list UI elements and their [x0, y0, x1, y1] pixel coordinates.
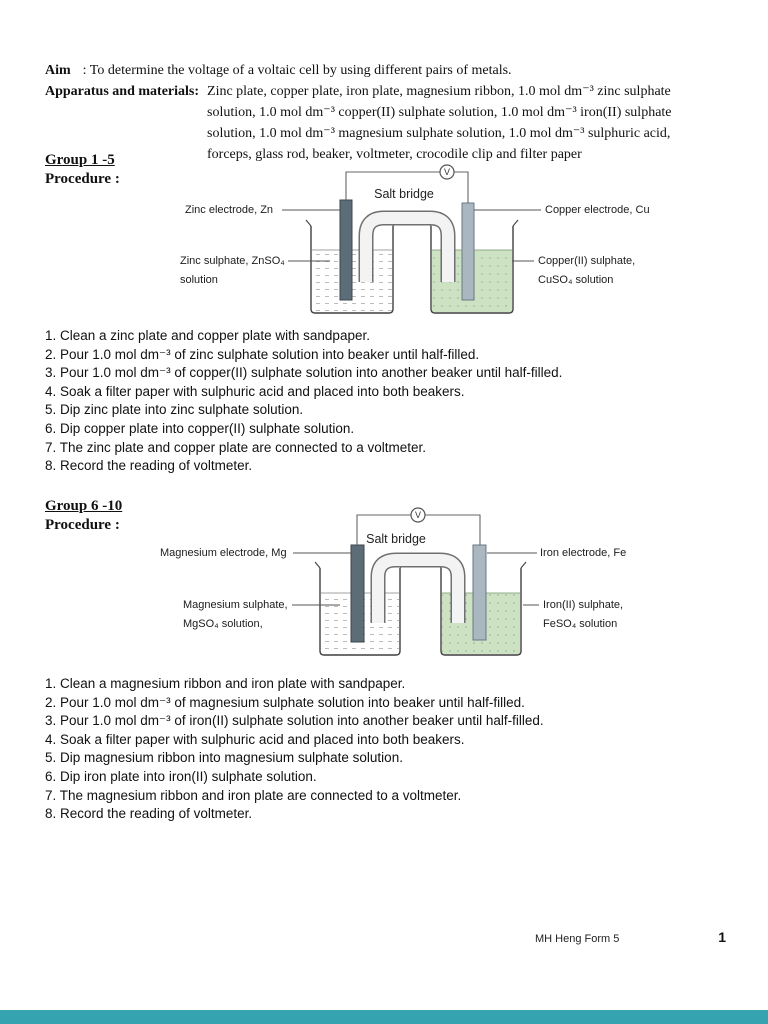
- procedure-step: 1. Clean a zinc plate and copper plate w…: [45, 328, 370, 343]
- voltaic-cell-svg-2: V: [292, 507, 539, 656]
- procedure-step: 4. Soak a filter paper with sulphuric ac…: [45, 383, 465, 399]
- copper-electrode: [461, 202, 475, 301]
- aim-label: Aim: [45, 63, 71, 78]
- group1-heading: Group 1 -5 Procedure :: [45, 151, 120, 189]
- procedure-step: 6. Dip iron plate into iron(II) sulphate…: [45, 768, 317, 784]
- magnesium-electrode: [350, 544, 365, 643]
- procedure-step: 2. Pour 1.0 mol dm⁻³ of magnesium sulpha…: [45, 694, 525, 710]
- apparatus-text: Zinc plate, copper plate, iron plate, ma…: [207, 81, 672, 165]
- procedure-step: 1. Clean a magnesium ribbon and iron pla…: [45, 676, 406, 691]
- apparatus-line: Zinc plate, copper plate, iron plate, ma…: [207, 84, 671, 99]
- procedure-step: 2. Pour 1.0 mol dm⁻³ of zinc sulphate so…: [45, 346, 480, 362]
- group2-procedure-label: Procedure :: [45, 517, 120, 533]
- circuit-wires: [345, 171, 469, 203]
- voltaic-cell-diagram-1: V Salt bridge Zinc electrode, Zn Copper …: [0, 160, 768, 320]
- voltmeter-letter: V: [415, 510, 421, 520]
- copper-sulphate-label-line1: Copper(II) sulphate,: [538, 255, 636, 267]
- viewer-bottom-bar[interactable]: [0, 1010, 768, 1024]
- salt-bridge-label: Salt bridge: [374, 187, 434, 201]
- procedure-step: 7. The magnesium ribbon and iron plate a…: [45, 787, 462, 803]
- procedure-step: 5. Dip magnesium ribbon into magnesium s…: [45, 750, 403, 766]
- magnesium-electrode-label: Magnesium electrode, Mg: [160, 547, 287, 559]
- group2-heading: Group 6 -10 Procedure :: [45, 497, 122, 535]
- aim-line: Aim : To determine the voltage of a volt…: [45, 60, 730, 81]
- procedure-step: 8. Record the reading of voltmeter.: [45, 806, 253, 822]
- procedure-step: 3. Pour 1.0 mol dm⁻³ of iron(II) sulphat…: [45, 713, 544, 729]
- procedure-step: 7. The zinc plate and copper plate are c…: [45, 439, 426, 455]
- page-number: 1: [718, 929, 726, 945]
- iron-electrode-label: Iron electrode, Fe: [540, 547, 627, 559]
- zinc-electrode-label: Zinc electrode, Zn: [185, 204, 274, 216]
- procedure-step: 4. Soak a filter paper with sulphuric ac…: [45, 731, 465, 747]
- apparatus-label: Apparatus and materials:: [45, 84, 200, 99]
- procedure-step: 6. Dip copper plate into copper(II) sulp…: [45, 420, 355, 436]
- apparatus-line: solution, 1.0 mol dm⁻³ copper(II) sulpha…: [207, 105, 672, 120]
- procedure-step: 3. Pour 1.0 mol dm⁻³ of copper(II) sulph…: [45, 365, 563, 381]
- voltmeter-icon: V: [439, 164, 455, 180]
- iron-sulphate-label-line1: Iron(II) sulphate,: [543, 599, 624, 611]
- viewer-bottom-bar-fill[interactable]: [0, 1010, 768, 1024]
- apparatus-line: forceps, glass rod, beaker, voltmeter, c…: [207, 147, 582, 162]
- voltaic-cell-diagram-2: V Salt bridge Magnesium electrode, Mg Ir…: [0, 505, 768, 665]
- magnesium-sulphate-label-line1: Magnesium sulphate,: [183, 599, 288, 611]
- aim-text: : To determine the voltage of a voltaic …: [82, 63, 512, 78]
- apparatus-block: Apparatus and materials: Zinc plate, cop…: [45, 81, 730, 165]
- iron-electrode: [472, 544, 487, 641]
- iron-sulphate-label-line2: FeSO₄ solution: [543, 618, 618, 630]
- group1-title: Group 1 -5: [45, 152, 115, 168]
- magnesium-sulphate-label-line2: MgSO₄ solution,: [183, 618, 263, 630]
- group1-procedure-label: Procedure :: [45, 171, 120, 187]
- voltmeter-letter: V: [444, 167, 450, 177]
- apparatus-line: solution, 1.0 mol dm⁻³ magnesium sulphat…: [207, 126, 671, 141]
- salt-bridge-tube: [370, 552, 466, 623]
- procedure-step: 8. Record the reading of voltmeter.: [45, 458, 253, 474]
- copper-electrode-label: Copper electrode, Cu: [545, 204, 650, 216]
- label-leader-lines: [292, 552, 539, 606]
- copper-sulphate-label-line2: CuSO₄ solution: [538, 274, 614, 286]
- zinc-sulphate-label-line1: Zinc sulphate, ZnSO₄: [180, 255, 285, 267]
- voltaic-cell-svg-1: V: [282, 164, 541, 314]
- group2-title: Group 6 -10: [45, 498, 123, 514]
- footer-credit: MH Heng Form 5: [535, 933, 620, 945]
- salt-bridge-tube: [358, 210, 456, 282]
- procedure-step: 5. Dip zinc plate into zinc sulphate sol…: [45, 402, 304, 418]
- voltmeter-icon: V: [410, 507, 426, 523]
- zinc-electrode: [339, 199, 353, 301]
- group1-steps: 1. Clean a zinc plate and copper plate w…: [45, 327, 562, 476]
- circuit-wires: [356, 514, 481, 545]
- zinc-sulphate-label-line2: solution: [180, 274, 218, 286]
- group2-steps: 1. Clean a magnesium ribbon and iron pla…: [45, 675, 544, 824]
- header-block: Aim : To determine the voltage of a volt…: [45, 60, 730, 165]
- salt-bridge-label: Salt bridge: [366, 532, 426, 546]
- label-leader-lines: [282, 209, 541, 262]
